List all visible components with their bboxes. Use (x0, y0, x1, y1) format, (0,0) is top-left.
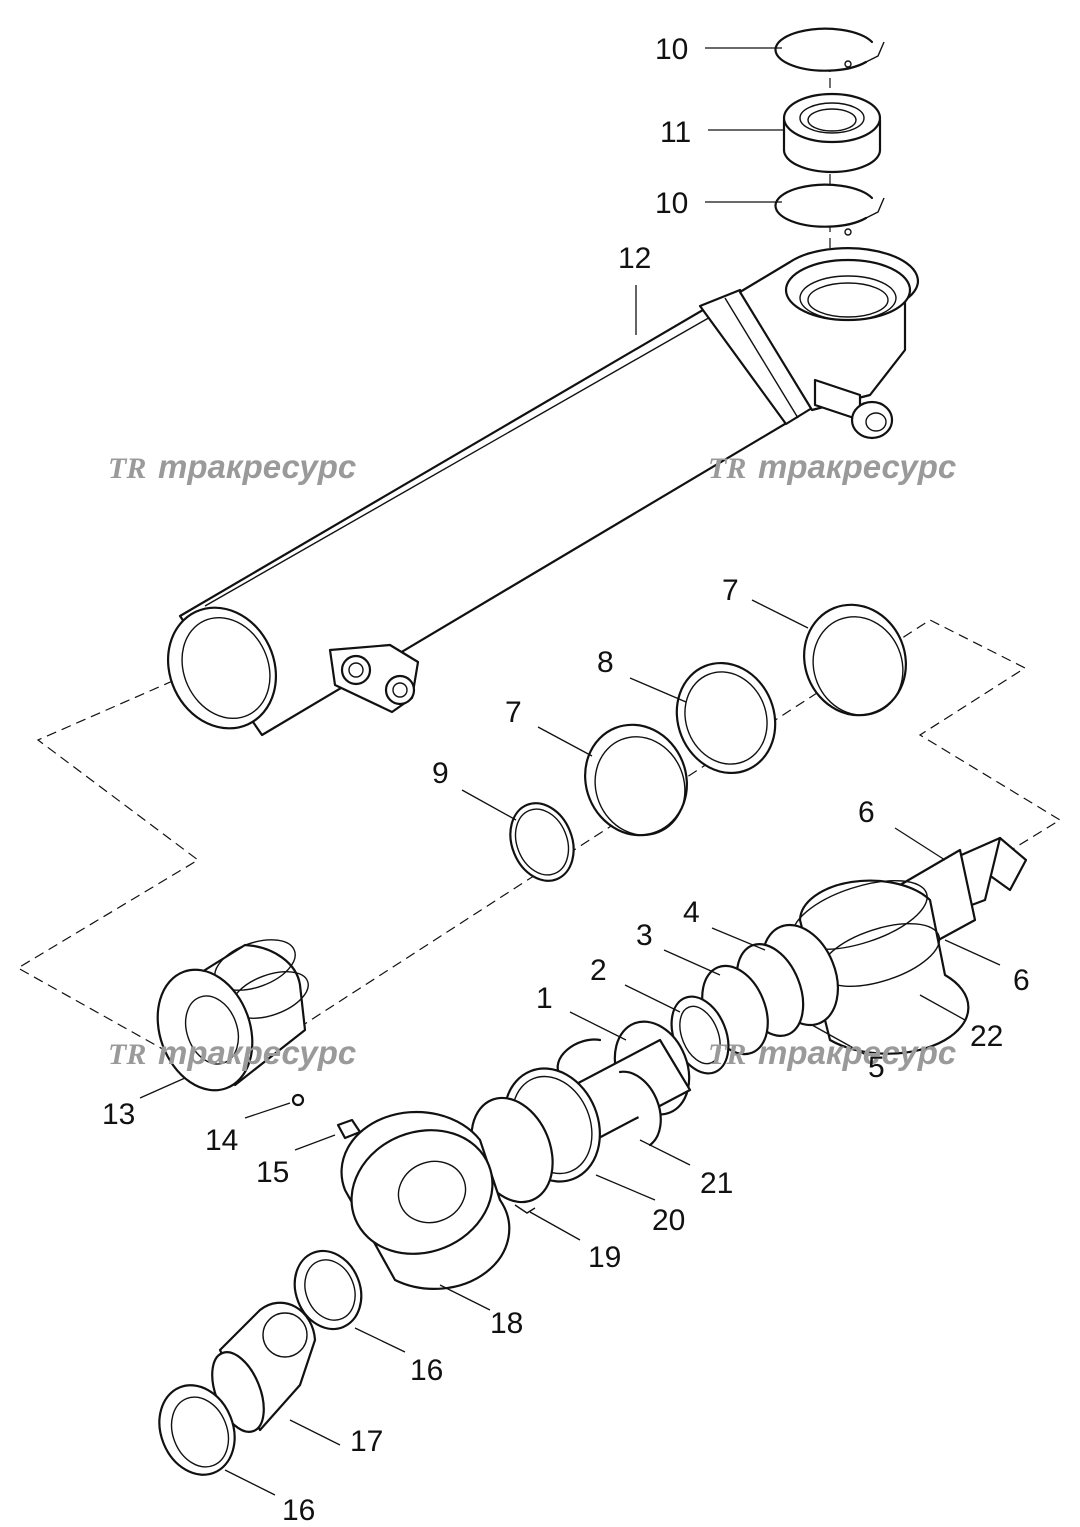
part-8-seal-ring (675, 661, 777, 775)
part-12-cylinder-tube (166, 247, 920, 737)
callout-21: 21 (700, 1167, 733, 1200)
watermark-logo: TR (708, 452, 746, 485)
watermark-logo: TR (108, 452, 146, 485)
callout-16-upper: 16 (410, 1354, 443, 1387)
callout-3: 3 (636, 919, 653, 952)
callout-labels: 10 11 10 12 7 8 7 9 6 4 3 6 2 1 22 5 13 … (102, 33, 1030, 1527)
callout-8: 8 (597, 646, 614, 679)
part-16-wiper-lower (158, 1384, 236, 1476)
callout-22: 22 (970, 1020, 1003, 1053)
part-16-wiper-upper (293, 1249, 363, 1331)
callout-17: 17 (350, 1425, 383, 1458)
callout-1: 1 (536, 982, 553, 1015)
part-11-bearing (782, 92, 882, 174)
callout-18: 18 (490, 1307, 523, 1340)
callout-6-top: 6 (858, 796, 875, 829)
part-15-set-screw (336, 1118, 362, 1140)
callout-2: 2 (590, 954, 607, 987)
callout-7-right: 7 (722, 574, 739, 607)
watermark-bottom-left: TR трaкресурс (108, 1034, 356, 1071)
callout-15: 15 (256, 1156, 289, 1189)
part-9-o-ring (509, 802, 575, 882)
leader-lines (139, 47, 1001, 1496)
part-7-guide-ring-left (584, 723, 688, 837)
part-10-circlip-lower (774, 183, 885, 236)
part-7-guide-ring-right (803, 603, 907, 717)
callout-10-top: 10 (655, 33, 688, 66)
watermark-bottom-right: TR трaкресурс (708, 1034, 956, 1071)
watermark-text: трaкресурс (158, 448, 356, 485)
callout-7-left: 7 (505, 696, 522, 729)
watermark-text: трaкресурс (158, 1034, 356, 1071)
part-10-circlip-top (774, 27, 885, 72)
callout-4: 4 (683, 896, 700, 929)
watermark-logo: TR (108, 1038, 146, 1071)
part-14-ball (291, 1093, 305, 1107)
watermark-text: трaкресурс (758, 448, 956, 485)
callout-19: 19 (588, 1241, 621, 1274)
piston-rod-assembly (340, 836, 1028, 1290)
watermark-text: трaкресурс (758, 1034, 956, 1071)
callout-13: 13 (102, 1098, 135, 1131)
callout-12: 12 (618, 242, 651, 275)
watermark-top-right: TR трaкресурс (708, 448, 956, 485)
part-13-gland (156, 939, 309, 1092)
watermark-logo: TR (708, 1038, 746, 1071)
watermark-top-left: TR трaкресурс (108, 448, 356, 485)
callout-20: 20 (652, 1204, 685, 1237)
callout-16-lower: 16 (282, 1494, 315, 1527)
callout-10-lower: 10 (655, 187, 688, 220)
callout-11: 11 (660, 116, 691, 149)
callout-9: 9 (432, 757, 449, 790)
callout-14: 14 (205, 1124, 238, 1157)
callout-5: 5 (868, 1051, 885, 1084)
callout-6-bottom: 6 (1013, 964, 1030, 997)
